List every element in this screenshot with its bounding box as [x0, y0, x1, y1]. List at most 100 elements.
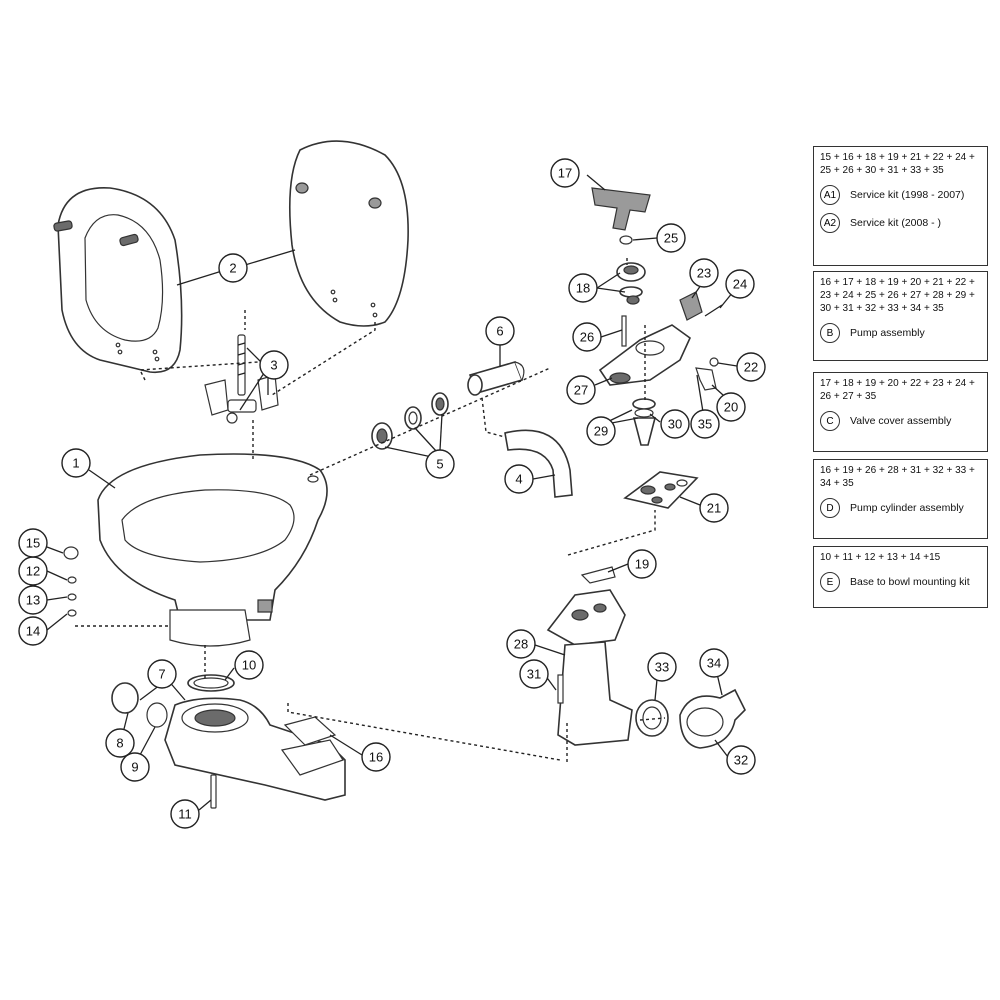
kit-code-badge: A1 [820, 185, 840, 205]
callout-21: 21 [699, 493, 729, 523]
callout-10: 10 [234, 650, 264, 680]
callout-22: 22 [736, 352, 766, 382]
kit-label: Pump assembly [850, 327, 925, 339]
kit-label: Service kit (1998 - 2007) [850, 189, 965, 201]
kit-code-badge: C [820, 411, 840, 431]
svg-text:21: 21 [707, 501, 721, 516]
kit-code-badge: B [820, 323, 840, 343]
legend-pump-cylinder: 16 + 19 + 26 + 28 + 31 + 32 + 33 + 34 + … [813, 459, 988, 539]
svg-text:26: 26 [580, 330, 594, 345]
callout-3: 3 [259, 350, 289, 380]
svg-text:5: 5 [436, 457, 443, 472]
callout-28: 28 [506, 629, 536, 659]
small-mounting-parts [63, 546, 79, 617]
callout-1: 1 [61, 448, 91, 478]
svg-text:7: 7 [158, 667, 165, 682]
kit-label: Base to bowl mounting kit [850, 576, 970, 588]
svg-text:20: 20 [724, 400, 738, 415]
svg-text:1: 1 [72, 456, 79, 471]
callout-35: 35 [690, 409, 720, 439]
kit-code-badge: A2 [820, 213, 840, 233]
callout-12: 12 [18, 556, 48, 586]
svg-text:25: 25 [664, 231, 678, 246]
legend-parts-list: 17 + 18 + 19 + 20 + 22 + 23 + 24 + 26 + … [820, 378, 975, 402]
legend-parts-list: 15 + 16 + 18 + 19 + 21 + 22 + 24 + 25 + … [820, 152, 975, 176]
callout-4: 4 [504, 464, 534, 494]
svg-text:16: 16 [369, 750, 383, 765]
legend-valve-cover: 17 + 18 + 19 + 20 + 22 + 23 + 24 + 26 + … [813, 372, 988, 452]
svg-text:13: 13 [26, 593, 40, 608]
callout-5: 5 [425, 449, 455, 479]
legend-pump-assembly: 16 + 17 + 18 + 19 + 20 + 21 + 22 + 23 + … [813, 271, 988, 361]
svg-text:35: 35 [698, 417, 712, 432]
callout-31: 31 [519, 659, 549, 689]
callout-14: 14 [18, 616, 48, 646]
legend-row-a1: A1 Service kit (1998 - 2007) [820, 181, 981, 209]
svg-text:2: 2 [229, 261, 236, 276]
svg-text:34: 34 [707, 656, 721, 671]
kit-label: Pump cylinder assembly [850, 502, 964, 514]
callout-33: 33 [647, 652, 677, 682]
callout-23: 23 [689, 258, 719, 288]
callout-26: 26 [572, 322, 602, 352]
svg-text:19: 19 [635, 557, 649, 572]
callout-17: 17 [550, 158, 580, 188]
svg-text:31: 31 [527, 667, 541, 682]
callout-24: 24 [725, 269, 755, 299]
callout-13: 13 [18, 585, 48, 615]
callout-19: 19 [627, 549, 657, 579]
svg-text:15: 15 [26, 536, 40, 551]
toilet-bowl [97, 453, 328, 647]
toilet-seat-lid [288, 140, 409, 327]
svg-text:12: 12 [26, 564, 40, 579]
legend-parts-list: 16 + 17 + 18 + 19 + 20 + 21 + 22 + 23 + … [820, 277, 975, 314]
callout-9: 9 [120, 752, 150, 782]
inlet-fittings [371, 361, 525, 450]
kit-code-badge: E [820, 572, 840, 592]
callout-27: 27 [566, 375, 596, 405]
svg-text:11: 11 [178, 807, 192, 822]
svg-text:4: 4 [515, 472, 522, 487]
svg-text:29: 29 [594, 424, 608, 439]
svg-text:6: 6 [496, 324, 503, 339]
callout-2: 2 [218, 253, 248, 283]
callout-18: 18 [568, 273, 598, 303]
hose [504, 429, 573, 498]
svg-text:10: 10 [242, 658, 256, 673]
legend-parts-list: 16 + 19 + 26 + 28 + 31 + 32 + 33 + 34 + … [820, 465, 975, 489]
kit-label: Valve cover assembly [850, 415, 952, 427]
svg-text:3: 3 [270, 358, 277, 373]
svg-text:14: 14 [26, 624, 40, 639]
legend-parts-list: 10 + 11 + 12 + 13 + 14 +15 [820, 552, 941, 563]
svg-text:22: 22 [744, 360, 758, 375]
kit-code-badge: D [820, 498, 840, 518]
callout-11: 11 [170, 799, 200, 829]
kit-label: Service kit (2008 - ) [850, 217, 942, 229]
svg-text:32: 32 [734, 753, 748, 768]
svg-text:23: 23 [697, 266, 711, 281]
assembly-lines [75, 258, 666, 762]
svg-text:27: 27 [574, 383, 588, 398]
callout-25: 25 [656, 223, 686, 253]
svg-text:18: 18 [576, 281, 590, 296]
hinge-assembly [204, 334, 279, 424]
legend-row-a2: A2 Service kit (2008 - ) [820, 209, 981, 237]
svg-text:28: 28 [514, 637, 528, 652]
svg-text:9: 9 [131, 760, 138, 775]
toilet-seat-ring [53, 187, 183, 374]
legend-service-kit: 15 + 16 + 18 + 19 + 21 + 22 + 24 + 25 + … [813, 146, 988, 266]
legend-base-mounting: 10 + 11 + 12 + 13 + 14 +15 E Base to bow… [813, 546, 988, 608]
callout-34: 34 [699, 648, 729, 678]
callout-7: 7 [147, 659, 177, 689]
callout-20: 20 [716, 392, 746, 422]
callout-6: 6 [485, 316, 515, 346]
legend-row-d: D Pump cylinder assembly [820, 494, 981, 522]
pump-cylinder [546, 566, 746, 749]
svg-text:30: 30 [668, 417, 682, 432]
legend-row-e: E Base to bowl mounting kit [820, 568, 981, 596]
callout-15: 15 [18, 528, 48, 558]
callout-32: 32 [726, 745, 756, 775]
base-assembly [111, 674, 346, 809]
svg-text:24: 24 [733, 277, 747, 292]
